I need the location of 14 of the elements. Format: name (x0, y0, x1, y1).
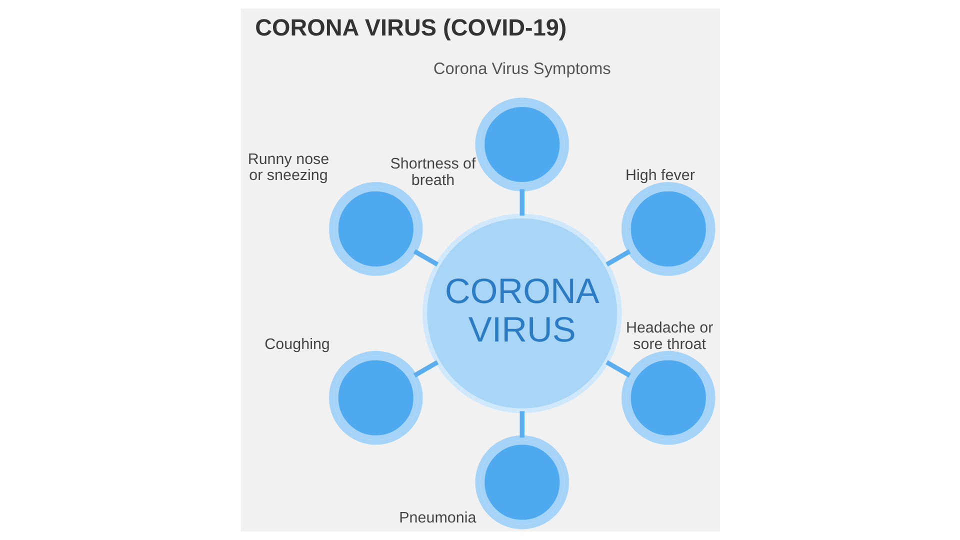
node-label: Headache or sore throat (625, 320, 713, 354)
node-label: Pneumonia (398, 510, 476, 527)
node-picture (474, 435, 569, 530)
node-label: Runny nose or sneezing (247, 150, 329, 184)
diagram-title: CORONA VIRUS (COVID-19) (254, 14, 566, 40)
node-picture (620, 350, 715, 445)
node-label: Shortness of breath (390, 155, 476, 189)
node-picture (328, 350, 422, 445)
node-picture (474, 98, 569, 192)
node-circle: CORONA VIRUS (422, 214, 622, 414)
label: Corona Virus Symptoms (432, 60, 610, 78)
node-picture (620, 182, 715, 276)
node-label: Coughing (264, 336, 330, 354)
node-label: High fever (624, 167, 694, 184)
